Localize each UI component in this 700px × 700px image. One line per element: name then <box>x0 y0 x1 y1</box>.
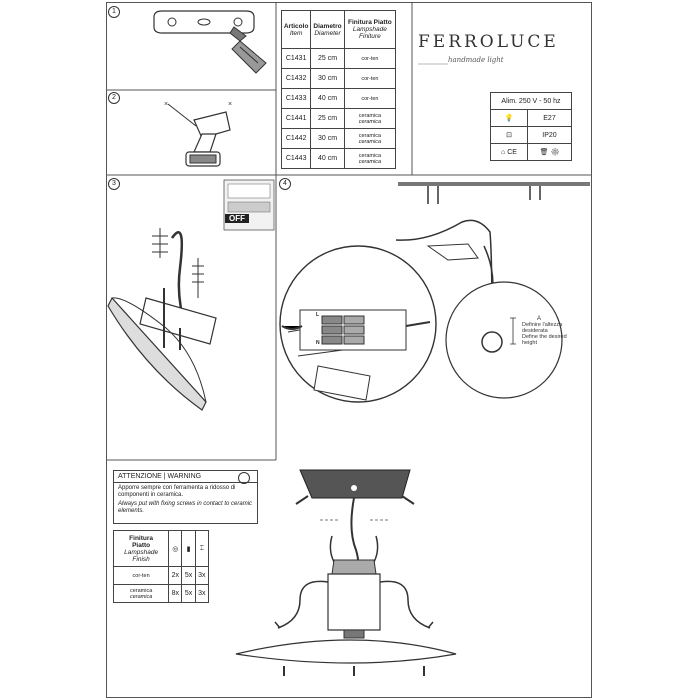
item-finish-en: ceramica <box>358 138 382 145</box>
disposal-icon: 🗑 ⚙ <box>527 143 572 161</box>
parts-finish-it: ceramica <box>129 587 153 594</box>
step-2-number: 2 <box>108 92 120 104</box>
item-diameter: 40 cm <box>310 148 345 169</box>
item-diameter: 30 cm <box>310 68 345 89</box>
brand-underline <box>418 63 448 65</box>
item-finish-en: ceramica <box>358 158 382 165</box>
anchor-part-icon: ▮ <box>181 530 196 567</box>
item-code: C1432 <box>280 68 312 89</box>
wire-label-n: N <box>316 340 320 346</box>
warning-text-en: Always put with fixing screws in contact… <box>118 501 253 514</box>
drill-illustration: × × <box>164 101 232 167</box>
item-finish: cor-ten <box>343 48 397 69</box>
ce-mark: CE <box>507 148 517 156</box>
item-code: C1441 <box>280 108 312 129</box>
item-finish-it: ceramica <box>358 132 382 139</box>
height-note-en1: Define the desired <box>522 334 567 340</box>
height-note-text: Definire l'altezza desiderata Define the… <box>522 322 567 346</box>
parts-qty-washer: 8x <box>168 584 183 603</box>
warning-title: ATTENZIONE | WARNING <box>114 471 257 483</box>
item-diameter: 30 cm <box>310 128 345 149</box>
item-finish-en: ceramica <box>358 118 382 125</box>
parts-finish-en: ceramica <box>129 593 153 600</box>
bulb-icon: 💡 <box>490 109 528 127</box>
washer-icon <box>238 472 250 484</box>
wiring-connection-illustration <box>279 182 590 403</box>
warning-box: ATTENZIONE | WARNING Apporre sempre con … <box>113 470 258 524</box>
brand-tagline: handmade light <box>448 56 504 64</box>
svg-text:×: × <box>228 101 232 108</box>
height-note: A <box>537 316 541 323</box>
parts-finish: cor-ten <box>112 566 170 585</box>
instruction-sheet <box>106 2 592 698</box>
step-4-number: 4 <box>279 178 291 190</box>
parts-qty-screw: 3x <box>194 566 210 585</box>
parts-finish-it: cor-ten <box>132 572 150 579</box>
item-finish-it: cor-ten <box>361 75 379 82</box>
height-note-it2: desiderata <box>522 328 548 334</box>
screw-part-icon: ⌶ <box>194 530 210 567</box>
item-code: C1433 <box>280 88 312 109</box>
wall-plug-mounting-illustration <box>107 179 275 411</box>
item-code: C1442 <box>280 128 312 149</box>
spec-socket: E27 <box>527 109 572 127</box>
item-finish-it: ceramica <box>358 112 382 119</box>
item-diameter: 25 cm <box>310 108 345 129</box>
item-diameter: 25 cm <box>310 48 345 69</box>
lamp-assembly-illustration <box>235 469 457 676</box>
brand-logo: FERROLUCE <box>418 32 559 52</box>
item-code: C1443 <box>280 148 312 169</box>
ip-icon: ⊡ <box>490 126 528 144</box>
wire-label-l: L <box>316 312 320 318</box>
item-finish-it: cor-ten <box>361 55 379 62</box>
off-switch-label: OFF <box>225 214 249 223</box>
spec-power: Alim. 250 V - 50 hz <box>490 92 572 110</box>
specs-table: Alim. 250 V - 50 hz 💡E27 ⊡IP20 ⌂ CE🗑 ⚙ <box>490 92 572 161</box>
parts-qty-washer: 2x <box>168 566 183 585</box>
house-icon: ⌂ CE <box>490 143 528 161</box>
parts-qty-anchor: 5x <box>181 584 196 603</box>
height-note-mark: A <box>537 316 542 322</box>
item-finish: cor-ten <box>343 68 397 89</box>
bracket-screwdriver-illustration <box>153 10 267 74</box>
item-code: C1431 <box>280 48 312 69</box>
height-note-en2: height <box>522 340 537 346</box>
item-finish-it: cor-ten <box>361 95 379 102</box>
svg-text:×: × <box>164 101 168 108</box>
washer-part-icon: ◎ <box>168 530 183 567</box>
spec-ip: IP20 <box>527 126 572 144</box>
warning-text-it: Apporre sempre con ferramenta a ridosso … <box>118 485 236 498</box>
step-1-number: 1 <box>108 6 120 18</box>
parts-qty-anchor: 5x <box>181 566 196 585</box>
item-finish-it: ceramica <box>358 152 382 159</box>
parts-qty-screw: 3x <box>194 584 210 603</box>
item-finish: cor-ten <box>343 88 397 109</box>
height-note-it1: Definire l'altezza <box>522 322 563 328</box>
step-3-number: 3 <box>108 178 120 190</box>
item-diameter: 40 cm <box>310 88 345 109</box>
